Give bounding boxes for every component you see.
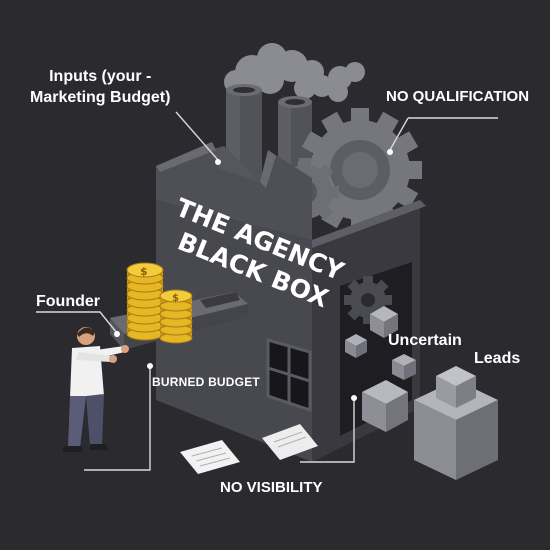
coin-stack-icon: $ [126,262,164,341]
callout-dots [114,149,393,401]
leads-label: Leads [474,350,521,367]
paper-icon [180,440,240,474]
callout-lines [36,111,498,471]
coin-icon: $ [140,265,148,278]
person-icon [62,327,129,452]
cube-icon [370,306,398,338]
cube-icon [362,380,408,432]
uncertain-label: Uncertain [388,332,462,349]
inputs-label-line-2: Marketing Budget) [30,89,171,106]
coin-icon: $ [172,293,179,304]
inputs-label-line-1: Inputs (your - [49,68,152,85]
inner-gear-icon [344,276,392,324]
founder-label: Founder [36,293,100,310]
large-cube-icon [414,366,498,480]
cube-icon [392,354,416,380]
smoke-cloud [224,43,365,102]
inputs-label: Inputs (your - Marketing Budget) [30,66,170,108]
burned-budget-label: BURNED BUDGET [152,375,260,389]
coin-stack-short-icon: $ [159,289,193,344]
paper-icon [262,424,318,460]
window-icon [266,338,312,413]
no-qualification-label: NO QUALIFICATION [386,88,530,105]
no-visibility-label: NO VISIBILITY [220,479,323,496]
cube-icon [345,334,367,358]
